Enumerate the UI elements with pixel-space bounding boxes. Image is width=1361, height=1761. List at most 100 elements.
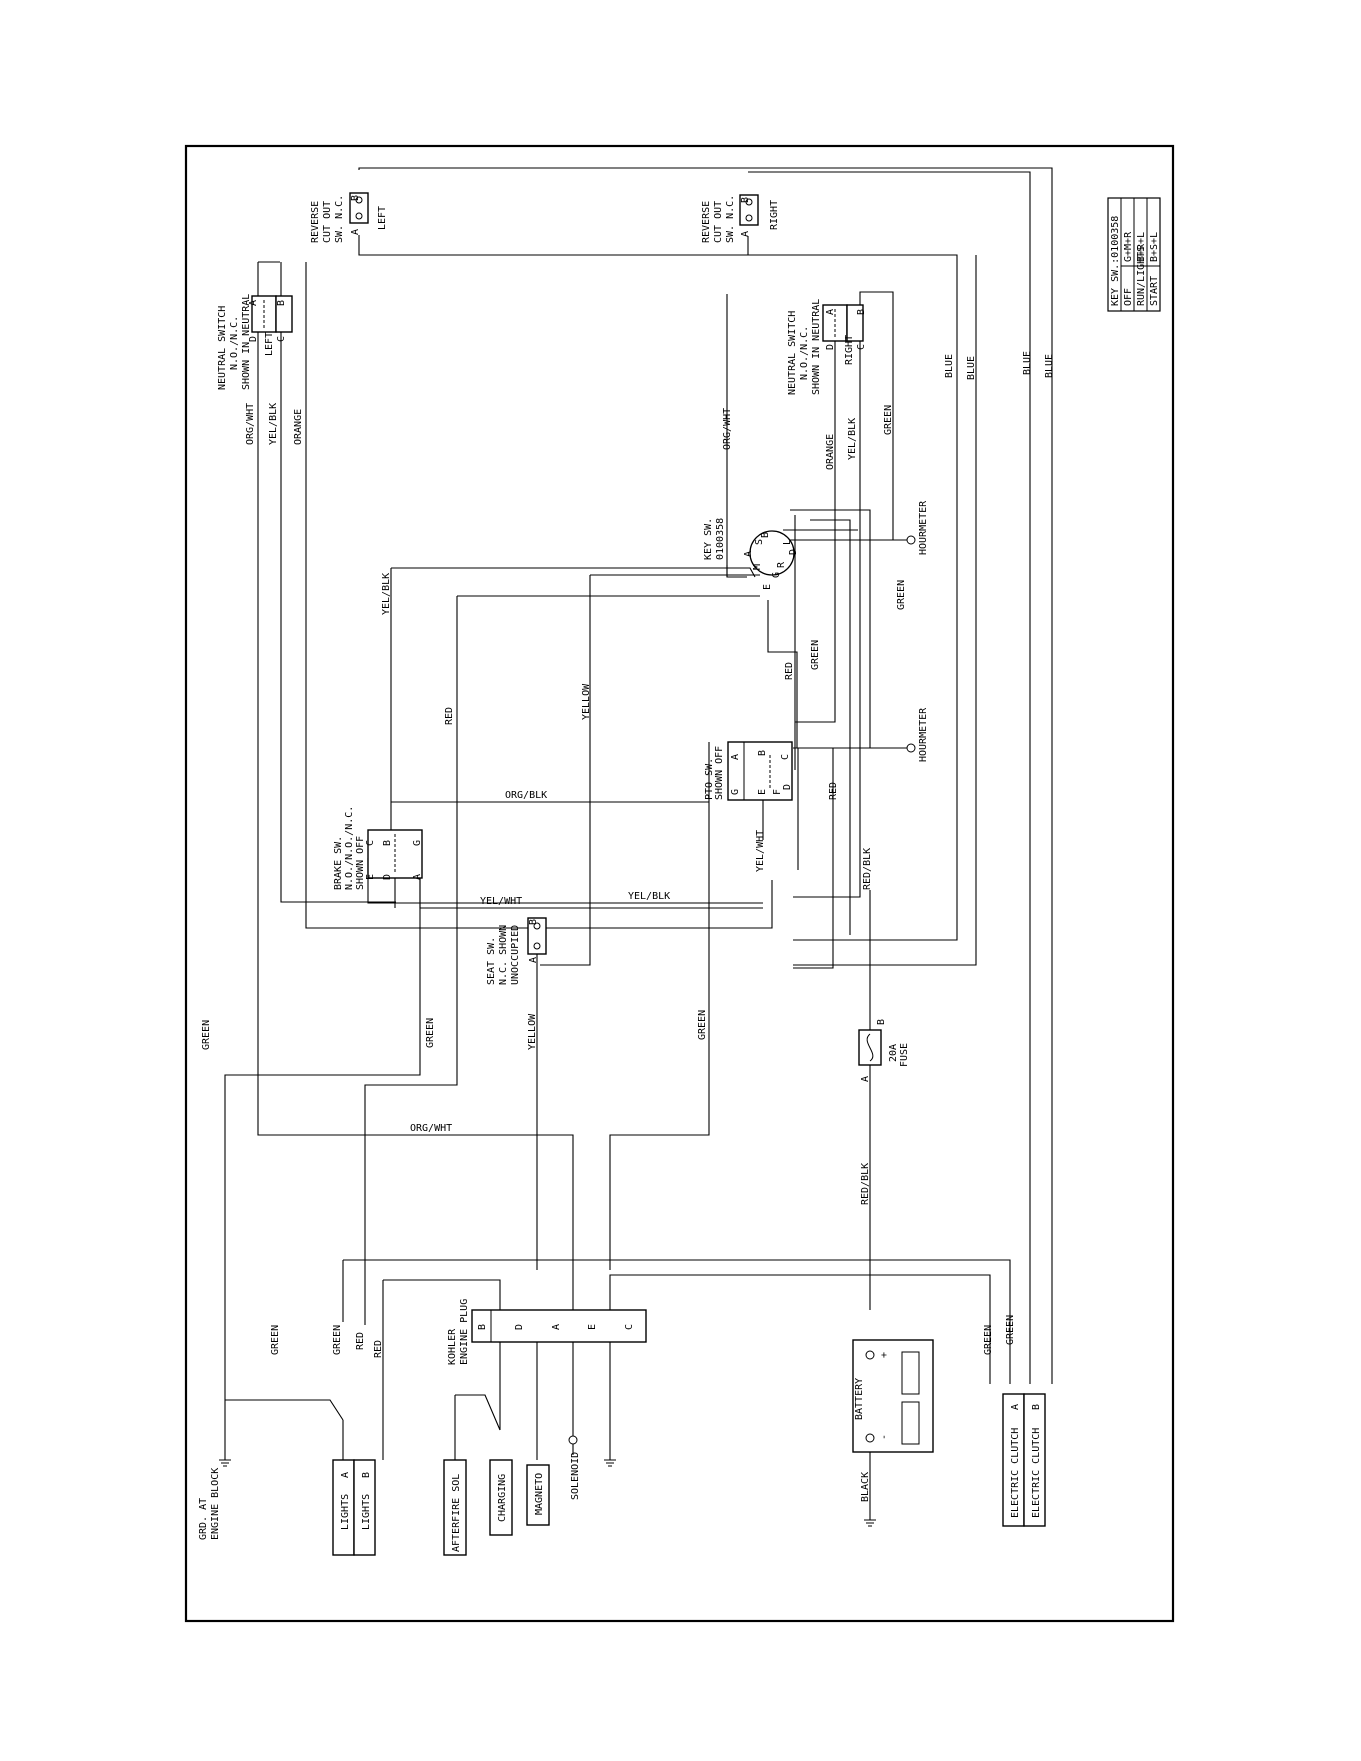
svg-text:A: A bbox=[740, 231, 751, 237]
svg-text:B: B bbox=[876, 1019, 887, 1025]
hourmeter-mid: HOURMETER bbox=[906, 707, 929, 762]
svg-text:+: + bbox=[879, 1352, 890, 1358]
svg-text:NEUTRAL SWITCH: NEUTRAL SWITCH bbox=[787, 311, 798, 395]
svg-text:A: A bbox=[551, 1324, 562, 1330]
svg-text:-: - bbox=[879, 1434, 890, 1440]
svg-text:D: D bbox=[248, 336, 259, 342]
svg-text:UNOCCUPIED: UNOCCUPIED bbox=[510, 925, 521, 985]
svg-text:D: D bbox=[788, 549, 799, 555]
svg-text:E: E bbox=[365, 874, 376, 880]
svg-text:A: A bbox=[743, 551, 754, 557]
svg-text:S: S bbox=[754, 539, 765, 545]
neutral-switch-right: NEUTRAL SWITCH N.O./N.C. SHOWN IN NEUTRA… bbox=[787, 299, 867, 395]
svg-text:RED: RED bbox=[373, 1340, 384, 1358]
battery: BATTERY + - BLACK bbox=[852, 1339, 934, 1502]
svg-text:SW. N.C.: SW. N.C. bbox=[725, 195, 736, 243]
svg-text:GREEN: GREEN bbox=[201, 1020, 212, 1050]
svg-text:M: M bbox=[752, 564, 763, 570]
electric-clutch-a: ELECTRIC CLUTCH A bbox=[1002, 1393, 1025, 1527]
svg-text:YELLOW: YELLOW bbox=[527, 1013, 538, 1050]
hourmeter-top: HOURMETER bbox=[906, 500, 929, 555]
svg-text:YEL/BLK: YEL/BLK bbox=[381, 573, 392, 615]
svg-text:E: E bbox=[587, 1324, 598, 1330]
svg-text:A: A bbox=[825, 309, 836, 315]
svg-text:A: A bbox=[248, 300, 259, 306]
svg-text:KOHLER: KOHLER bbox=[447, 1328, 458, 1365]
svg-text:B: B bbox=[760, 532, 771, 538]
svg-text:HOURMETER: HOURMETER bbox=[918, 500, 929, 555]
svg-text:C: C bbox=[276, 336, 287, 342]
afterfire-solenoid: AFTERFIRE SOL bbox=[443, 1459, 467, 1556]
svg-text:BLUE: BLUE bbox=[966, 356, 977, 380]
org-blk-label: ORG/BLK bbox=[505, 790, 547, 801]
key-table-pos-off: OFF bbox=[1123, 288, 1134, 306]
lights-a: LIGHTS A bbox=[332, 1459, 355, 1556]
svg-text:ELECTRIC CLUTCH: ELECTRIC CLUTCH bbox=[1010, 1428, 1021, 1518]
svg-text:GREEN: GREEN bbox=[332, 1325, 343, 1355]
svg-text:ORG/WHT: ORG/WHT bbox=[245, 403, 256, 445]
svg-text:GREEN: GREEN bbox=[425, 1018, 436, 1048]
brake-switch: BRAKE SW. N.O./N.O./N.C. SHOWN OFF C B G… bbox=[333, 806, 423, 890]
svg-text:B: B bbox=[528, 919, 539, 925]
svg-text:B: B bbox=[361, 1472, 372, 1478]
svg-text:F: F bbox=[772, 789, 783, 795]
svg-text:B: B bbox=[477, 1324, 488, 1330]
drawing-border bbox=[184, 144, 1175, 1623]
svg-text:SHOWN OFF: SHOWN OFF bbox=[714, 746, 725, 800]
key-table-pos-run: RUN/LIGHTS bbox=[1136, 246, 1147, 306]
svg-text:E: E bbox=[757, 789, 768, 795]
neutral-switch-left: NEUTRAL SWITCH N.O./N.C. SHOWN IN NEUTRA… bbox=[217, 294, 293, 390]
ground-label-1: GRD. AT bbox=[198, 1498, 209, 1540]
svg-text:ORANGE: ORANGE bbox=[293, 409, 304, 445]
svg-text:HOURMETER: HOURMETER bbox=[918, 707, 929, 762]
key-switch-table: KEY SW.:0100358 OFF G+M+R RUN/LIGHTS B+R… bbox=[1107, 197, 1161, 312]
svg-text:ORG/WHT: ORG/WHT bbox=[722, 408, 733, 450]
svg-text:G: G bbox=[771, 572, 782, 578]
ground-symbols bbox=[219, 1459, 876, 1527]
svg-text:D: D bbox=[825, 344, 836, 350]
svg-text:D: D bbox=[514, 1324, 525, 1330]
svg-text:D: D bbox=[382, 874, 393, 880]
svg-text:L: L bbox=[782, 539, 793, 545]
svg-text:A: A bbox=[1010, 1404, 1021, 1410]
reverse-switch-left: REVERSE CUT OUT SW. N.C. A B LEFT bbox=[310, 192, 388, 243]
svg-text:SW. N.C.: SW. N.C. bbox=[334, 195, 345, 243]
yel-blk-label-4: YEL/BLK bbox=[628, 891, 670, 902]
svg-text:RED: RED bbox=[828, 782, 839, 800]
ground-label-2: ENGINE BLOCK bbox=[210, 1468, 221, 1540]
svg-text:YEL/BLK: YEL/BLK bbox=[268, 403, 279, 445]
svg-text:B: B bbox=[350, 195, 361, 201]
svg-text:YEL/WHT: YEL/WHT bbox=[755, 830, 766, 872]
svg-text:ENGINE PLUG: ENGINE PLUG bbox=[459, 1299, 470, 1365]
svg-text:RIGHT: RIGHT bbox=[769, 200, 780, 230]
svg-text:G: G bbox=[730, 789, 741, 795]
key-table-contacts-start: B+S+L bbox=[1149, 232, 1160, 262]
svg-text:BRAKE SW.: BRAKE SW. bbox=[333, 836, 344, 890]
svg-text:A: A bbox=[350, 229, 361, 235]
svg-text:BLACK: BLACK bbox=[860, 1472, 871, 1502]
wire-labels: GREEN ORG/WHT YEL/BLK ORANGE ORG/WHT ORA… bbox=[201, 351, 1055, 1358]
svg-text:REVERSE: REVERSE bbox=[310, 201, 321, 243]
svg-text:RED: RED bbox=[784, 662, 795, 680]
pto-switch: PTO SW. SHOWN OFF A B C D E F G bbox=[704, 741, 793, 801]
svg-text:GREEN: GREEN bbox=[1005, 1315, 1016, 1345]
svg-text:AFTERFIRE SOL: AFTERFIRE SOL bbox=[451, 1474, 462, 1552]
svg-text:N.O./N.C.: N.O./N.C. bbox=[229, 316, 240, 370]
svg-text:G: G bbox=[412, 840, 423, 846]
svg-text:REVERSE: REVERSE bbox=[701, 201, 712, 243]
svg-text:SEAT SW.: SEAT SW. bbox=[486, 937, 497, 985]
svg-text:CHARGING: CHARGING bbox=[497, 1474, 508, 1522]
svg-text:C: C bbox=[856, 344, 867, 350]
svg-text:C: C bbox=[780, 754, 791, 760]
key-table-contacts-run: B+R+L bbox=[1136, 232, 1147, 262]
svg-text:NEUTRAL SWITCH: NEUTRAL SWITCH bbox=[217, 306, 228, 390]
svg-text:CUT OUT: CUT OUT bbox=[322, 201, 333, 243]
svg-text:RED: RED bbox=[355, 1332, 366, 1350]
svg-text:B: B bbox=[276, 300, 287, 306]
fuse: 20A FUSE A B bbox=[858, 1019, 910, 1082]
svg-text:C: C bbox=[624, 1324, 635, 1330]
svg-text:SHOWN IN NEUTRAL: SHOWN IN NEUTRAL bbox=[241, 294, 252, 390]
seat-switch: SEAT SW. N.C. SHOWN UNOCCUPIED A B bbox=[486, 917, 547, 985]
svg-text:CUT OUT: CUT OUT bbox=[713, 201, 724, 243]
